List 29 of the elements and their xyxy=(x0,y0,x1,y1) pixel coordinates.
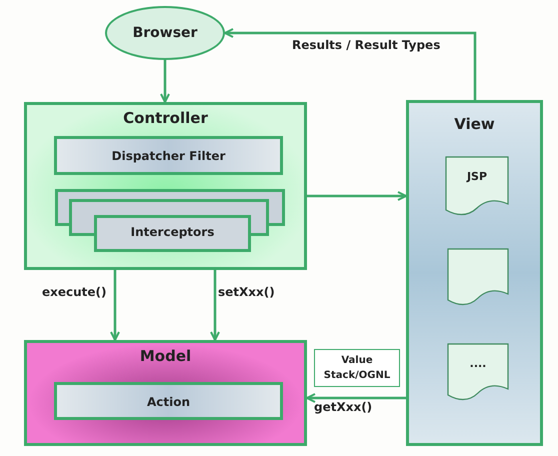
arrow xyxy=(110,270,120,341)
panel-title: Model xyxy=(138,347,192,365)
component-panel xyxy=(24,340,307,446)
document-shape xyxy=(447,248,509,306)
node-label: Action xyxy=(146,395,192,409)
edge-label: getXxx() xyxy=(312,400,374,414)
arrow xyxy=(307,191,407,201)
panel-title: Controller xyxy=(122,109,209,127)
panel-title: View xyxy=(453,115,496,133)
edge-label: Results / Result Types xyxy=(290,38,442,52)
component-panel xyxy=(406,100,543,446)
edge-label: setXxx() xyxy=(216,285,277,299)
arrow xyxy=(160,60,170,103)
node-label: JSP xyxy=(465,170,488,183)
document-shape xyxy=(445,156,509,216)
node-label: Dispatcher Filter xyxy=(110,149,226,163)
interceptor-stack-drawing xyxy=(55,189,285,252)
node-label: .... xyxy=(468,357,488,370)
arrow xyxy=(210,270,220,341)
node-label: Value Stack/OGNL xyxy=(322,354,392,383)
node-label: Browser xyxy=(132,25,198,41)
arrow xyxy=(306,393,406,403)
component-bar xyxy=(54,382,283,420)
note-box xyxy=(314,349,400,387)
component-panel xyxy=(24,102,307,270)
node-label: Interceptors xyxy=(130,225,216,239)
component-bar xyxy=(54,136,283,175)
arrow xyxy=(224,28,476,100)
document-shape xyxy=(447,343,509,401)
